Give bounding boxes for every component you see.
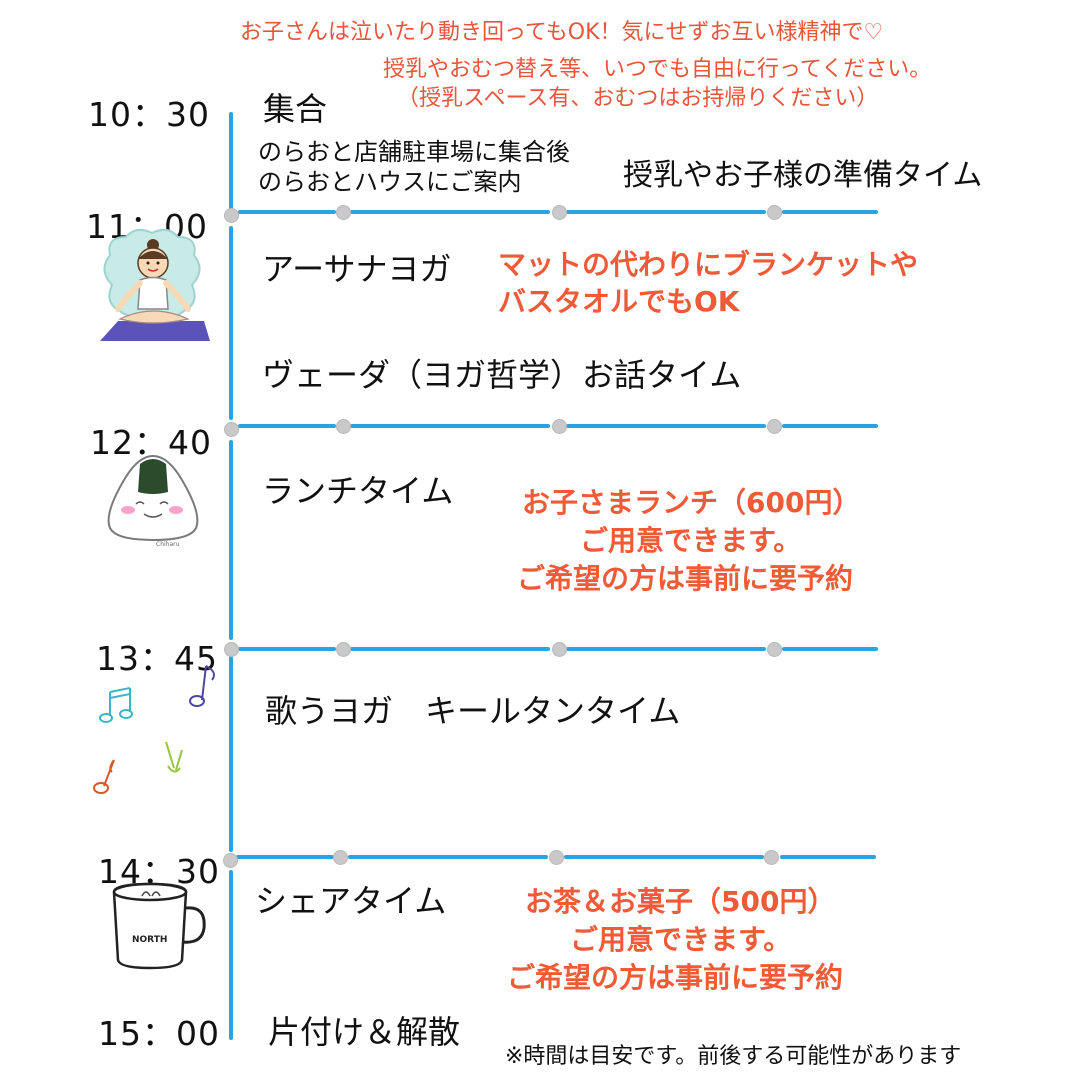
lunch-note-2: ご用意できます。: [580, 524, 802, 557]
top-note-line1: お子さんは泣いたり動き回ってもOK！気にせずお互い様精神で♡: [240, 20, 884, 45]
onigiri-caption: Chiharu: [156, 541, 180, 548]
timeline-vertical: [229, 226, 233, 420]
activity-gathering: 集合: [263, 90, 328, 128]
timeline-vertical: [229, 870, 233, 1040]
top-note-line3: （授乳スペース有、おむつはお持帰りください）: [397, 86, 879, 111]
share-note-1: お茶＆お菓子（500円）: [525, 885, 836, 918]
music-notes-icon: [93, 665, 215, 794]
timeline-vertical: [229, 112, 233, 212]
yoga-person-icon: [100, 228, 210, 341]
time-1030: 10：30: [88, 95, 210, 134]
activity-lunch: ランチタイム: [262, 472, 454, 510]
top-note-line2: 授乳やおむつ替え等、いつでも自由に行ってください。: [383, 57, 932, 82]
time-1500: 15：00: [98, 1014, 220, 1053]
timeline-vertical: [229, 440, 233, 640]
prep-time-label: 授乳やお子様の準備タイム: [623, 158, 983, 193]
asana-note-2: バスタオルでもOK: [498, 285, 740, 318]
gathering-detail-2: のらおとハウスにご案内: [258, 168, 522, 196]
time-1345: 13：45: [96, 639, 218, 678]
time-disclaimer: ※時間は目安です。前後する可能性があります: [505, 1044, 962, 1069]
gathering-detail-1: のらおと店舗駐車場に集合後: [258, 138, 570, 166]
lunch-note-3: ご希望の方は事前に要予約: [517, 562, 854, 595]
asana-note-1: マットの代わりにブランケットや: [498, 248, 919, 281]
onigiri-icon: Chiharu: [107, 454, 199, 548]
activity-kirtan: 歌うヨガ キールタンタイム: [265, 692, 681, 730]
share-note-3: ご希望の方は事前に要予約: [507, 961, 844, 994]
timeline-vertical: [229, 656, 233, 852]
share-note-2: ご用意できます。: [570, 923, 792, 956]
activity-share-time: シェアタイム: [255, 882, 447, 920]
activity-cleanup: 片付け＆解散: [268, 1013, 461, 1051]
activity-asana-yoga: アーサナヨガ: [262, 250, 452, 288]
mug-label: NORTH: [132, 935, 167, 945]
lunch-note-1: お子さまランチ（600円）: [522, 486, 861, 519]
activity-veda-talk: ヴェーダ（ヨガ哲学）お話タイム: [262, 356, 742, 394]
coffee-mug-icon: NORTH: [112, 882, 206, 970]
